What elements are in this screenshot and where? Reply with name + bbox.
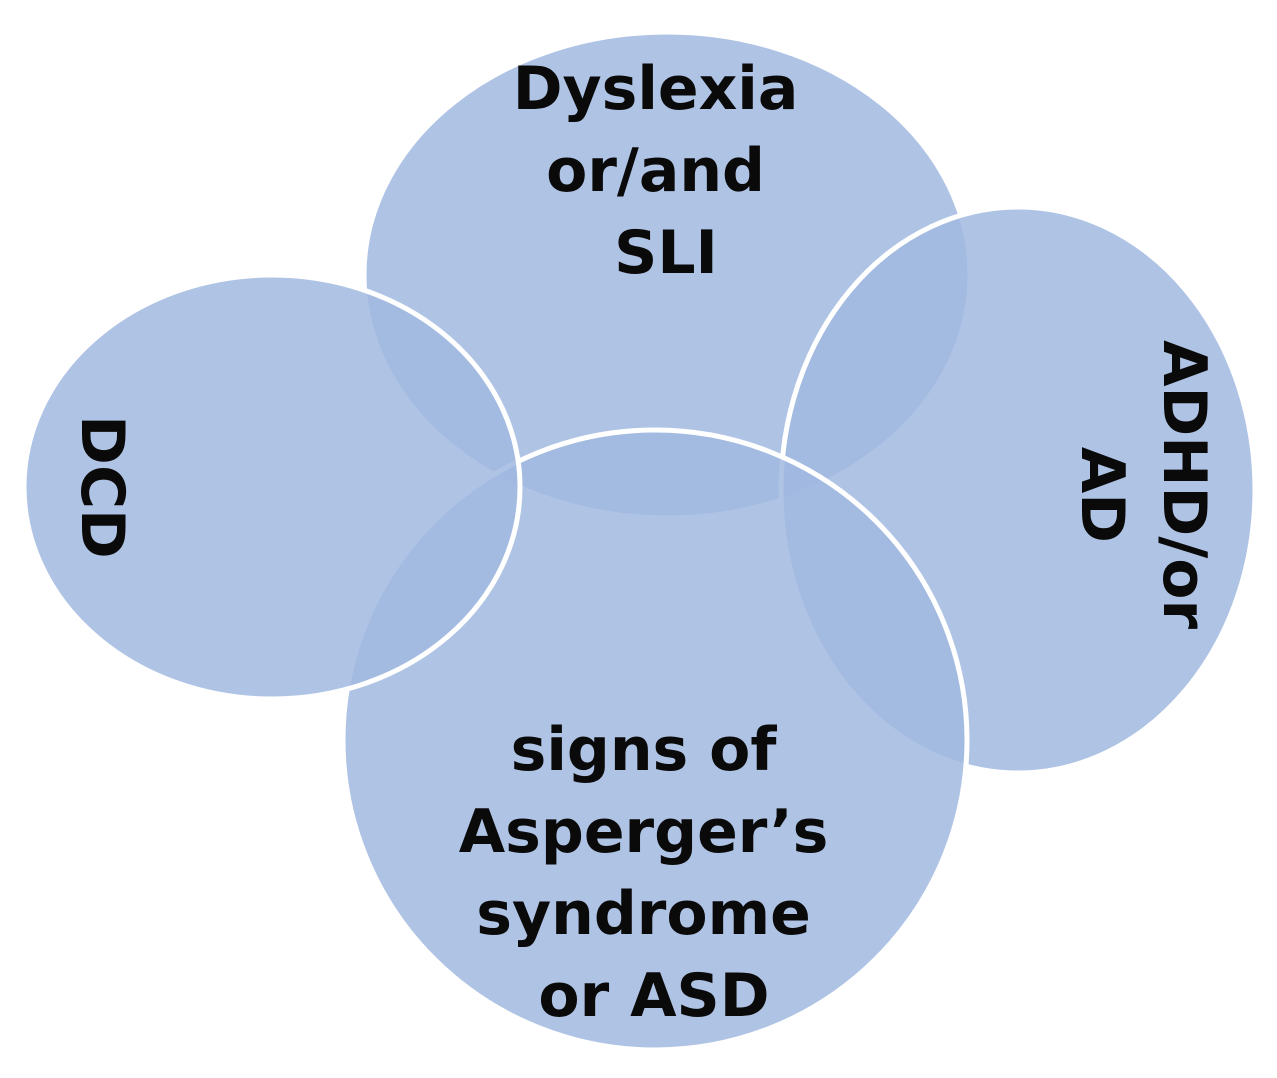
dcd-label: DCD <box>67 415 137 559</box>
dyslexia-label-line-1: Dyslexia <box>513 54 799 124</box>
dcd-circle <box>21 272 523 702</box>
asd-label-line-3: syndrome <box>476 879 811 949</box>
asd-label-line-2: Asperger’s <box>459 797 829 867</box>
dcd-label-line-1: DCD <box>67 415 137 559</box>
asd-circle <box>340 427 970 1053</box>
dyslexia-label-line-2: or/and <box>546 136 765 206</box>
asd-label-line-4: or ASD <box>538 961 769 1031</box>
adhd-label: ADHD/or AD <box>1067 340 1219 650</box>
asd-label: signs of Asperger’s syndrome or ASD <box>459 715 850 1031</box>
adhd-label-line-2: AD <box>1067 447 1137 543</box>
dyslexia-label-line-3: SLI <box>614 218 718 288</box>
dyslexia-label: Dyslexia or/and SLI <box>513 54 820 288</box>
adhd-label-line-1: ADHD/or <box>1149 340 1219 629</box>
asd-label-line-1: signs of <box>511 715 778 785</box>
